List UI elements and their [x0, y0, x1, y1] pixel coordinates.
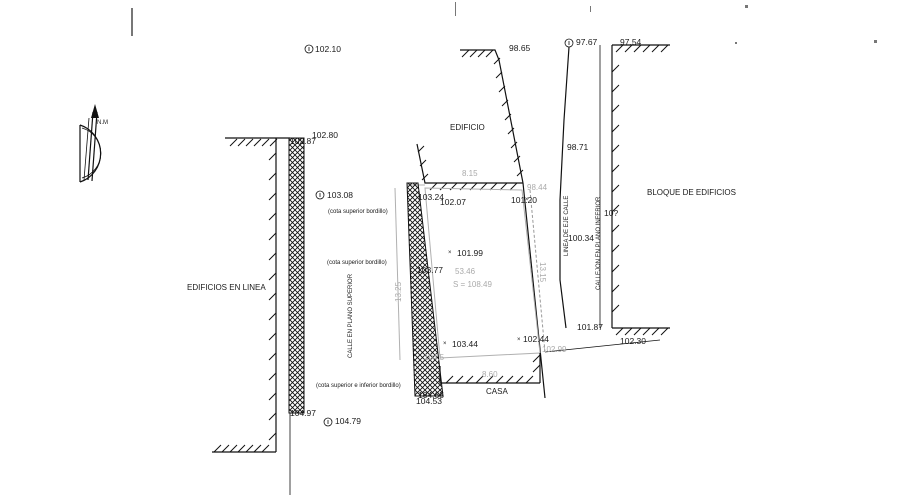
elevation-label: 98.44 — [527, 183, 548, 192]
label-edificios-en-linea: EDIFICIOS EN LINEA — [187, 283, 266, 292]
elevation-label: 98.65 — [509, 43, 531, 53]
note-cota-superior-1: (cota superior bordillo) — [328, 209, 388, 215]
dimension-label: 13.15 — [538, 262, 547, 283]
svg-text:×: × — [448, 250, 452, 256]
elevation-label: 104.79 — [335, 416, 361, 426]
survey-markers: × × × × — [304, 38, 574, 427]
north-arrow-icon: N.M — [79, 104, 108, 183]
area-faint-label: 53.46 — [455, 267, 476, 276]
elevation-label: 102.07 — [440, 197, 466, 207]
left-curb-strip — [288, 137, 305, 414]
elevation-label: 102.30 — [620, 336, 646, 346]
central-curb-strip — [406, 182, 444, 397]
elevation-labels: 102.10 98.65 97.67 97.54 102.80 102.87 1… — [290, 37, 646, 426]
elevation-label: 104.53 — [416, 396, 442, 406]
elevation-label: 104.97 — [290, 408, 316, 418]
scan-specks — [131, 2, 877, 44]
central-building — [416, 49, 524, 191]
elevation-label: 102.10 — [315, 44, 341, 54]
elevation-label: 103.08 — [327, 190, 353, 200]
elevation-label: 97.54 — [620, 37, 642, 47]
dimension-label: 13.25 — [394, 281, 403, 302]
label-edificio: EDIFICIO — [450, 123, 485, 132]
label-callejon: CALLEJON EN PLANO INFERIOR — [596, 196, 602, 290]
label-calle-plano-superior: CALLE EN PLANO SUPERIOR — [348, 273, 354, 358]
svg-text:×: × — [517, 337, 521, 343]
elevation-label: 102.87 — [290, 136, 316, 146]
elevation-label: 101.99 — [457, 248, 483, 258]
note-cota-superior-inferior: (cota superior e inferior bordillo) — [316, 383, 401, 389]
elevation-label: 97.67 — [576, 37, 598, 47]
area-faint-sublabel: S = 108.49 — [453, 280, 492, 289]
dimension-label: 8.60 — [482, 370, 498, 379]
north-label: N.M — [97, 120, 108, 126]
label-casa: CASA — [486, 387, 508, 396]
elevation-label: 100.34 — [568, 233, 594, 243]
elevation-label: 103.44 — [452, 339, 478, 349]
elevation-label: 10? — [604, 208, 618, 218]
label-linea-eje-calle: LINEA DE EJE CALLE — [564, 196, 570, 256]
dimension-labels: 8.15 13.25 13.15 8.60 53.46 S = 108.49 — [394, 169, 547, 379]
lower-street-line — [544, 339, 661, 353]
street-axis-line — [559, 46, 570, 329]
elevation-label: 101.20 — [511, 195, 537, 205]
elevation-label: 101.87 — [577, 322, 603, 332]
dimension-label: 8.15 — [462, 169, 478, 178]
svg-text:×: × — [443, 341, 447, 347]
elevation-label: 102.44 — [523, 334, 549, 344]
left-building-wall — [212, 137, 290, 453]
area-labels: EDIFICIO BLOQUE DE EDIFICIOS EDIFICIOS E… — [187, 123, 736, 396]
elevation-label: 103.77 — [417, 265, 443, 275]
elevation-label: 104.65 — [418, 390, 444, 400]
street-boundary-line — [522, 182, 546, 399]
note-cota-superior-2: (cota superior bordillo) — [327, 260, 387, 266]
elevation-label: 102.80 — [312, 130, 338, 140]
elevation-label: 104.5 — [424, 353, 445, 362]
svg-text:×: × — [525, 197, 529, 203]
label-bloque-edificios: BLOQUE DE EDIFICIOS — [647, 188, 736, 197]
right-building-block — [611, 44, 670, 336]
house-casa — [439, 353, 541, 384]
elevation-label: 102.99 — [542, 345, 567, 354]
elevation-label: 103.24 — [418, 192, 444, 202]
elevation-label: 98.71 — [567, 142, 589, 152]
